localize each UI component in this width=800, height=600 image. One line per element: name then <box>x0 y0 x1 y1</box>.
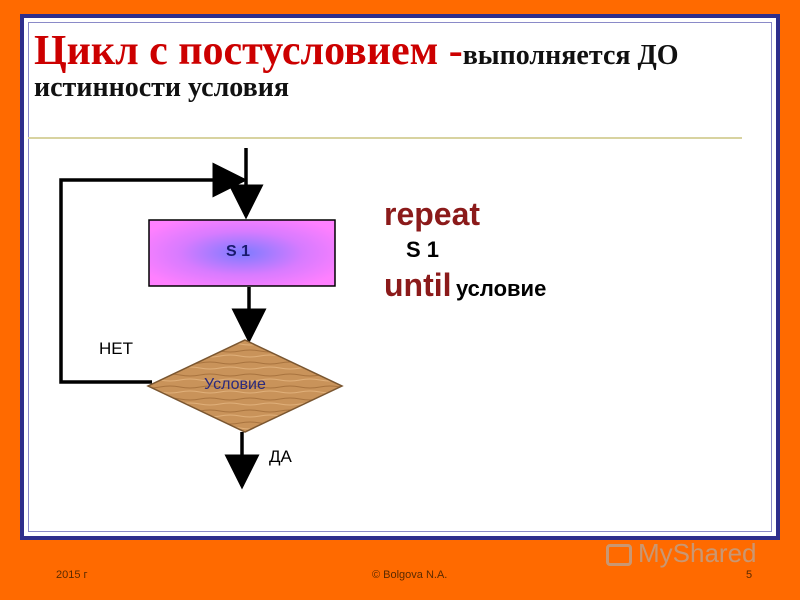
title-line2: истинности условия <box>34 72 290 103</box>
yes-label: ДА <box>269 447 292 466</box>
footer-author: © Bolgova N.A. <box>372 569 448 581</box>
decision-label: Условие <box>204 376 266 393</box>
watermark-text: MyShared <box>638 538 757 568</box>
footer-page-number: 5 <box>746 569 753 581</box>
footer-year: 2015 г <box>56 569 88 581</box>
repeat-keyword: repeat <box>384 196 481 232</box>
watermark-logo: MyShared <box>606 538 757 569</box>
slide-title: Цикл с постусловием -выполняется ДО исти… <box>34 30 734 102</box>
process-label: S 1 <box>226 243 251 260</box>
pascal-code: repeat S 1 until условие <box>384 196 546 304</box>
until-condition: условие <box>455 276 547 301</box>
loop-back-arrow <box>59 162 248 384</box>
no-label: НЕТ <box>99 339 133 358</box>
slide-frame <box>20 14 780 540</box>
process-block <box>148 219 336 287</box>
title-main: Цикл с постусловием - <box>34 28 463 74</box>
slide-inner-border <box>28 22 772 532</box>
title-divider <box>28 137 742 139</box>
decision-block <box>146 339 344 433</box>
title-tail: выполняется ДО <box>462 40 679 71</box>
loop-body: S 1 <box>406 237 440 262</box>
watermark-icon <box>606 544 632 566</box>
until-keyword: until <box>384 267 452 303</box>
